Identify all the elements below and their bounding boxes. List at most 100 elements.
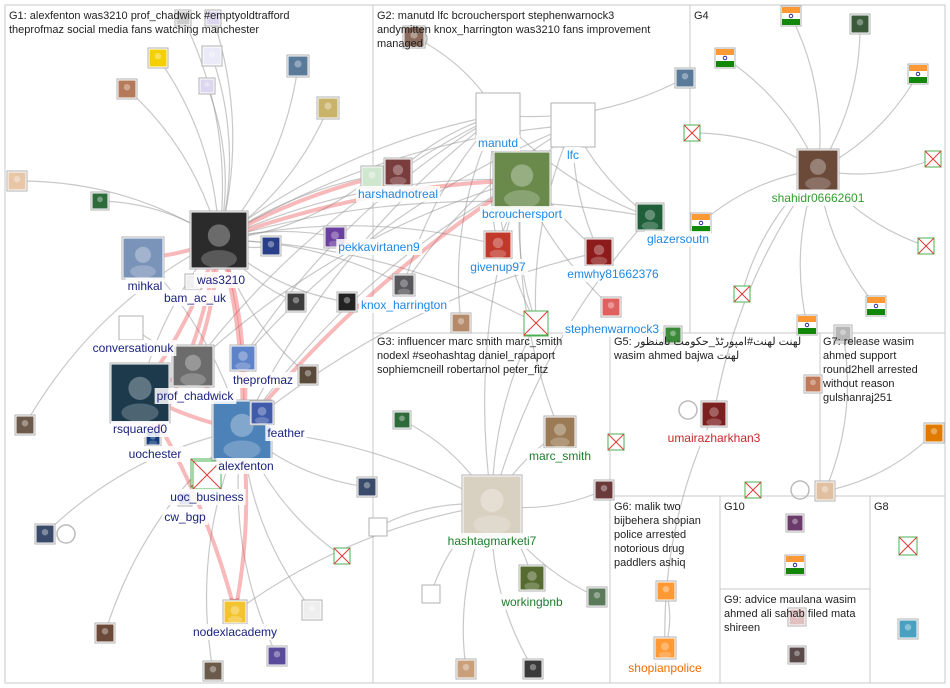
india-flag-icon[interactable]	[690, 212, 712, 234]
node-mihkal[interactable]	[121, 236, 165, 280]
node-theprofmaz[interactable]	[229, 344, 257, 372]
india-flag-icon[interactable]	[784, 554, 806, 576]
node-label[interactable]: emwhy81662376	[567, 267, 659, 281]
node-label[interactable]: feather	[267, 426, 304, 440]
avatar[interactable]	[301, 599, 323, 621]
broken-image-icon[interactable]	[917, 237, 935, 255]
node-label[interactable]: hashtagmarketi7	[448, 534, 537, 548]
node-emwhy81662376[interactable]	[584, 237, 614, 267]
node-label[interactable]: pekkavirtanen9	[338, 240, 420, 254]
avatar[interactable]	[402, 25, 426, 49]
india-flag-icon[interactable]	[780, 5, 802, 27]
avatar[interactable]	[90, 191, 110, 211]
avatar[interactable]	[392, 410, 412, 430]
node-label[interactable]: cw_bgp	[164, 510, 206, 524]
avatar[interactable]	[356, 476, 378, 498]
avatar[interactable]	[285, 291, 307, 313]
india-flag-icon[interactable]	[907, 63, 929, 85]
node-label[interactable]: manutd	[478, 136, 518, 150]
avatar[interactable]	[260, 235, 282, 257]
avatar[interactable]	[368, 517, 388, 537]
node-nodexlacademy[interactable]	[222, 599, 248, 625]
avatar[interactable]	[360, 165, 384, 189]
avatar[interactable]	[450, 312, 472, 334]
avatar[interactable]	[849, 13, 871, 35]
avatar[interactable]	[297, 364, 319, 386]
node-harshadnotreal[interactable]	[383, 157, 413, 187]
india-flag-icon[interactable]	[796, 314, 818, 336]
node-bcrouchersport[interactable]	[492, 150, 552, 210]
avatar[interactable]	[336, 291, 358, 313]
node-lfc[interactable]	[550, 102, 596, 148]
avatar[interactable]	[522, 658, 544, 680]
node-label[interactable]: uoc_business	[170, 490, 243, 504]
avatar[interactable]	[14, 414, 36, 436]
avatar[interactable]	[593, 479, 615, 501]
node-label[interactable]: was3210	[196, 273, 245, 287]
broken-image-icon[interactable]	[607, 433, 625, 451]
node-prof-chadwick[interactable]	[171, 344, 215, 388]
node-umairazharkhan3[interactable]	[700, 400, 728, 428]
broken-image-icon[interactable]	[733, 285, 751, 303]
node-stephenwarnock3[interactable]	[523, 310, 549, 336]
avatar[interactable]	[201, 45, 223, 67]
node-was3210[interactable]	[189, 210, 249, 270]
node-label[interactable]: rsquared0	[113, 422, 167, 436]
node-label[interactable]: bam_ac_uk	[164, 291, 227, 305]
node-shahidr06662601[interactable]	[796, 148, 840, 192]
avatar[interactable]	[116, 78, 138, 100]
avatar[interactable]	[198, 77, 216, 95]
node-label[interactable]: lfc	[567, 148, 579, 162]
broken-image-icon[interactable]	[898, 536, 918, 556]
avatar[interactable]	[266, 645, 288, 667]
avatar[interactable]	[787, 645, 807, 665]
node-hashtagmarketi7[interactable]	[461, 474, 523, 536]
avatar[interactable]	[421, 584, 441, 604]
avatar[interactable]	[663, 325, 683, 345]
node-knox-harrington[interactable]	[392, 273, 416, 297]
node-label[interactable]: umairazharkhan3	[668, 431, 761, 445]
avatar[interactable]	[787, 607, 807, 627]
node-workingbnb[interactable]	[518, 564, 546, 592]
avatar[interactable]	[202, 660, 224, 682]
node-feather[interactable]	[249, 400, 275, 426]
broken-image-icon[interactable]	[924, 150, 942, 168]
node-conversationuk[interactable]	[118, 315, 144, 341]
india-flag-icon[interactable]	[865, 295, 887, 317]
avatar[interactable]	[174, 9, 192, 27]
node-label[interactable]: givenup97	[470, 260, 526, 274]
node-givenup97[interactable]	[483, 230, 513, 260]
node-label[interactable]: bcrouchersport	[482, 207, 563, 221]
avatar[interactable]	[785, 513, 805, 533]
broken-image-icon[interactable]	[683, 124, 701, 142]
avatar[interactable]	[814, 480, 836, 502]
avatar[interactable]	[455, 658, 477, 680]
avatar[interactable]	[147, 47, 169, 69]
avatar[interactable]	[923, 422, 945, 444]
avatar[interactable]	[316, 96, 340, 120]
node-label[interactable]: alexfenton	[218, 459, 273, 473]
avatar[interactable]	[600, 296, 622, 318]
node-glazersoutn[interactable]	[635, 202, 665, 232]
avatar[interactable]	[286, 54, 310, 78]
node-label[interactable]: nodexlacademy	[193, 625, 277, 639]
node-marc-smith[interactable]	[543, 415, 577, 449]
avatar[interactable]	[833, 324, 853, 344]
broken-image-icon[interactable]	[333, 547, 351, 565]
avatar[interactable]	[94, 622, 116, 644]
avatar[interactable]	[204, 9, 222, 27]
avatar[interactable]	[674, 67, 696, 89]
node-label[interactable]: theprofmaz	[233, 373, 293, 387]
node-manutd[interactable]	[475, 92, 521, 138]
avatar[interactable]	[897, 618, 919, 640]
node-label[interactable]: shopianpolice	[628, 661, 702, 675]
avatar[interactable]	[803, 374, 823, 394]
avatar[interactable]	[655, 580, 677, 602]
node-label[interactable]: mihkal	[128, 279, 163, 293]
avatar[interactable]	[34, 523, 56, 545]
node-label[interactable]: marc_smith	[529, 449, 591, 463]
node-label[interactable]: conversationuk	[93, 341, 175, 355]
india-flag-icon[interactable]	[714, 47, 736, 69]
node-label[interactable]: knox_harrington	[361, 298, 447, 312]
node-label[interactable]: harshadnotreal	[358, 187, 438, 201]
